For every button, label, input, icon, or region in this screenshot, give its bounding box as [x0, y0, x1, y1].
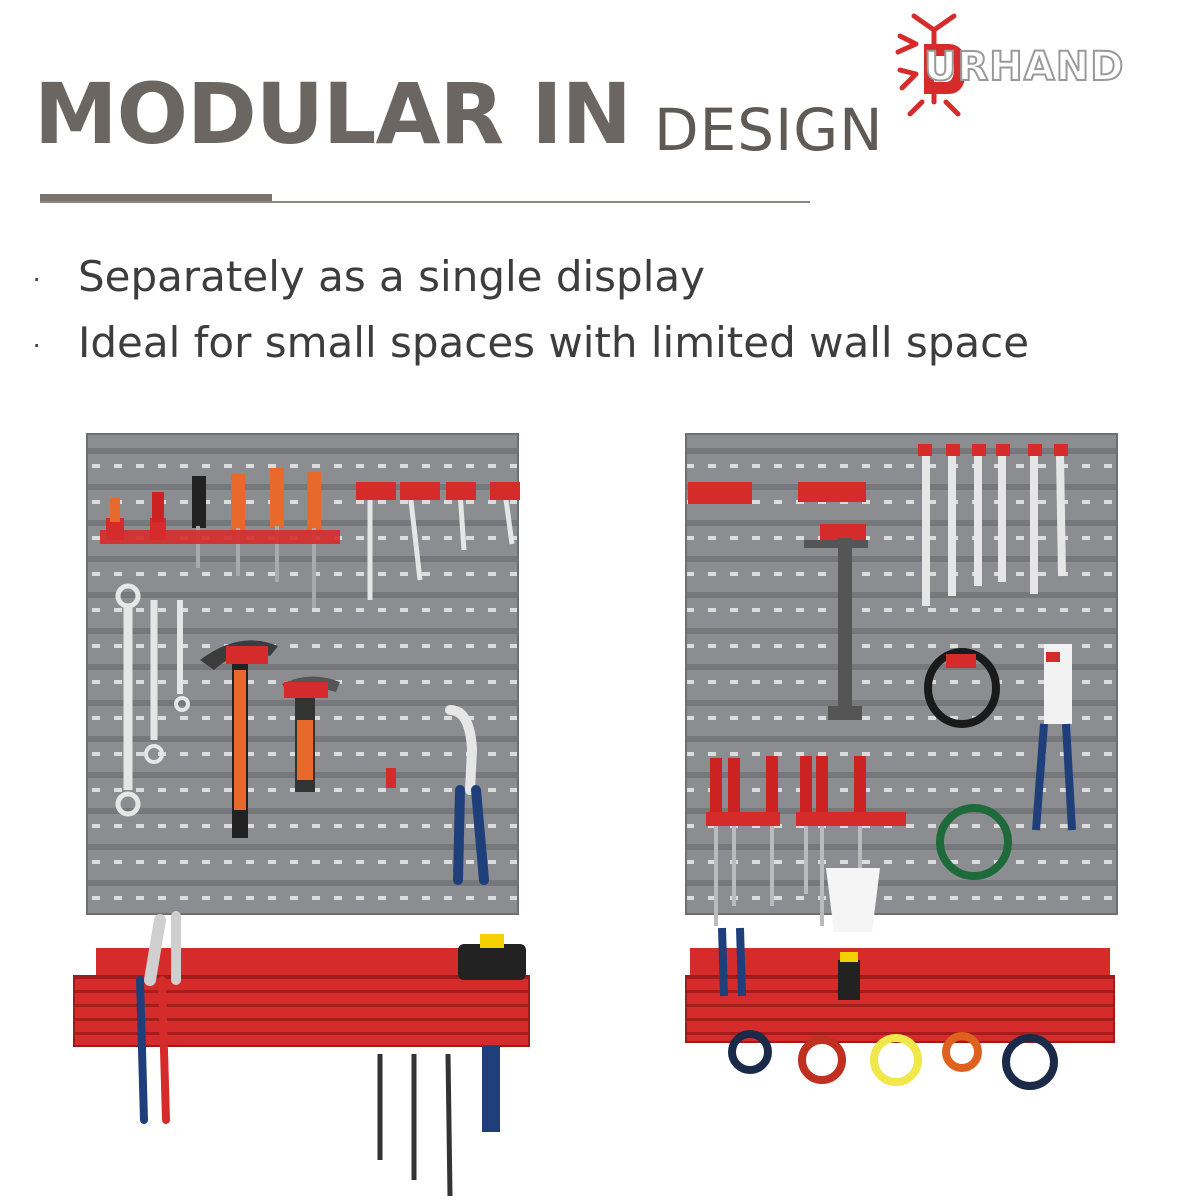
tape-roll-icon: [942, 1032, 982, 1072]
scraper-icon: [826, 868, 880, 932]
wrench-set-left: [115, 583, 190, 817]
cable-coil-green-icon: [936, 804, 1012, 880]
tape-roll-icon: [728, 1030, 772, 1074]
durhand-logo: URHAND: [894, 10, 1194, 120]
feature-list: · Separately as a single display · Ideal…: [32, 248, 1032, 380]
tape-rolls: [728, 1030, 1058, 1090]
headline: MODULAR IN DESIGN: [34, 64, 894, 164]
hex-key-set: [356, 482, 520, 600]
hammer-icon: [200, 640, 278, 838]
tape-roll-icon: [1002, 1034, 1058, 1090]
claw-hammer-icon: [282, 676, 340, 792]
bullet-dot: ·: [32, 328, 42, 359]
cable-coil-black-icon: [924, 648, 1000, 728]
left-shelf: [73, 911, 530, 1197]
right-shelf: [685, 927, 1115, 1090]
wrench-set-right: [922, 455, 1066, 606]
wrench-set-bottom: [377, 1053, 453, 1197]
screwdriver-set-left: [100, 468, 340, 608]
right-pegboard: [685, 433, 1118, 932]
product-illustration: [73, 433, 1118, 1197]
pliers-icon: [445, 705, 489, 885]
headline-main: MODULAR IN: [34, 65, 632, 163]
headline-sub: DESIGN: [654, 96, 884, 164]
screwdriver-set-right: [706, 756, 906, 926]
underline-thin: [40, 201, 810, 203]
adjustable-wrench-icon: [804, 538, 868, 720]
list-item: · Ideal for small spaces with limited wa…: [32, 314, 1032, 380]
wire-cutter-icon: [1032, 644, 1076, 831]
left-pegboard: [86, 433, 520, 915]
crab-claw-logo-icon: [895, 13, 966, 117]
logo-wordmark: URHAND: [923, 43, 1125, 91]
pliers-hanging-icon: [136, 911, 181, 1124]
bullet-dot: ·: [32, 262, 42, 293]
tape-roll-icon: [798, 1036, 846, 1084]
underline-thick: [40, 194, 272, 202]
tape-roll-icon: [870, 1034, 922, 1086]
mallet-icon: [458, 934, 526, 1132]
bullet-text: Ideal for small spaces with limited wall…: [78, 318, 1030, 367]
list-item: · Separately as a single display: [32, 248, 1032, 314]
bullet-text: Separately as a single display: [78, 252, 705, 301]
